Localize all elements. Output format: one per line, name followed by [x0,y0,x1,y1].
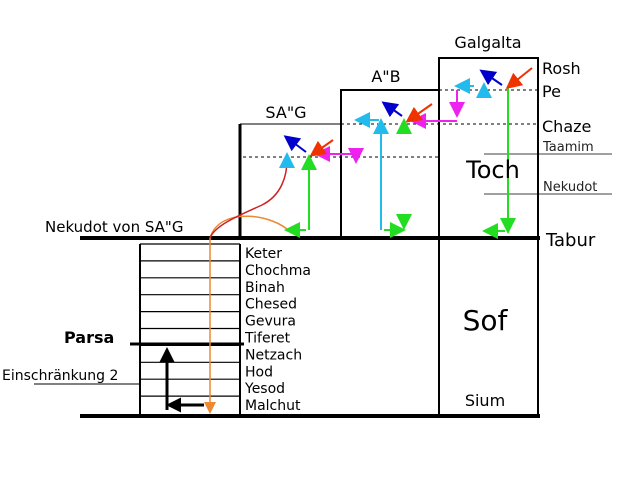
rosh-label: Rosh [542,59,581,78]
red-curve [209,159,288,239]
sag-blue [283,135,307,153]
sefira-label-hod: Hod [245,364,273,380]
sium-label: Sium [465,391,505,410]
einschraenkung-label: Einschränkung 2 [2,368,118,384]
ab-label: A"B [371,67,400,86]
sefira-label-chochma: Chochma [245,263,311,279]
sof-label: Sof [463,304,509,337]
sefira-label-netzach: Netzach [245,347,302,363]
sefira-label-gevura: Gevura [245,314,296,330]
sefirot-labels: KeterChochmaBinahChesedGevuraTiferetNetz… [244,246,311,414]
nekudot-von-sag-label: Nekudot von SA"G [45,218,183,236]
sag-label: SA"G [265,103,306,122]
orange-curve [209,215,291,239]
ab-box [340,89,440,239]
sefira-label-keter: Keter [245,246,282,262]
sag-red [309,139,334,157]
sefirot-dividers [140,243,240,397]
tabur-label: Tabur [545,230,596,251]
sefira-label-chesed: Chesed [245,297,297,313]
sefira-label-yesod: Yesod [244,381,285,397]
galgalta-blue [479,69,503,86]
taamim-label: Taamim [542,140,594,155]
sefira-label-malchut: Malchut [245,398,301,414]
chaze-label: Chaze [542,117,591,136]
galgalta-label: Galgalta [454,33,521,52]
parsa-label: Parsa [64,328,114,347]
pe-label: Pe [542,82,561,101]
nekudot-label: Nekudot [543,180,597,195]
galgalta-red [505,67,533,89]
ab-blue [381,101,403,118]
sefira-label-binah: Binah [245,280,285,296]
sefira-label-tiferet: Tiferet [244,331,291,347]
ab-red [405,103,433,123]
toch-label: Toch [465,156,520,184]
